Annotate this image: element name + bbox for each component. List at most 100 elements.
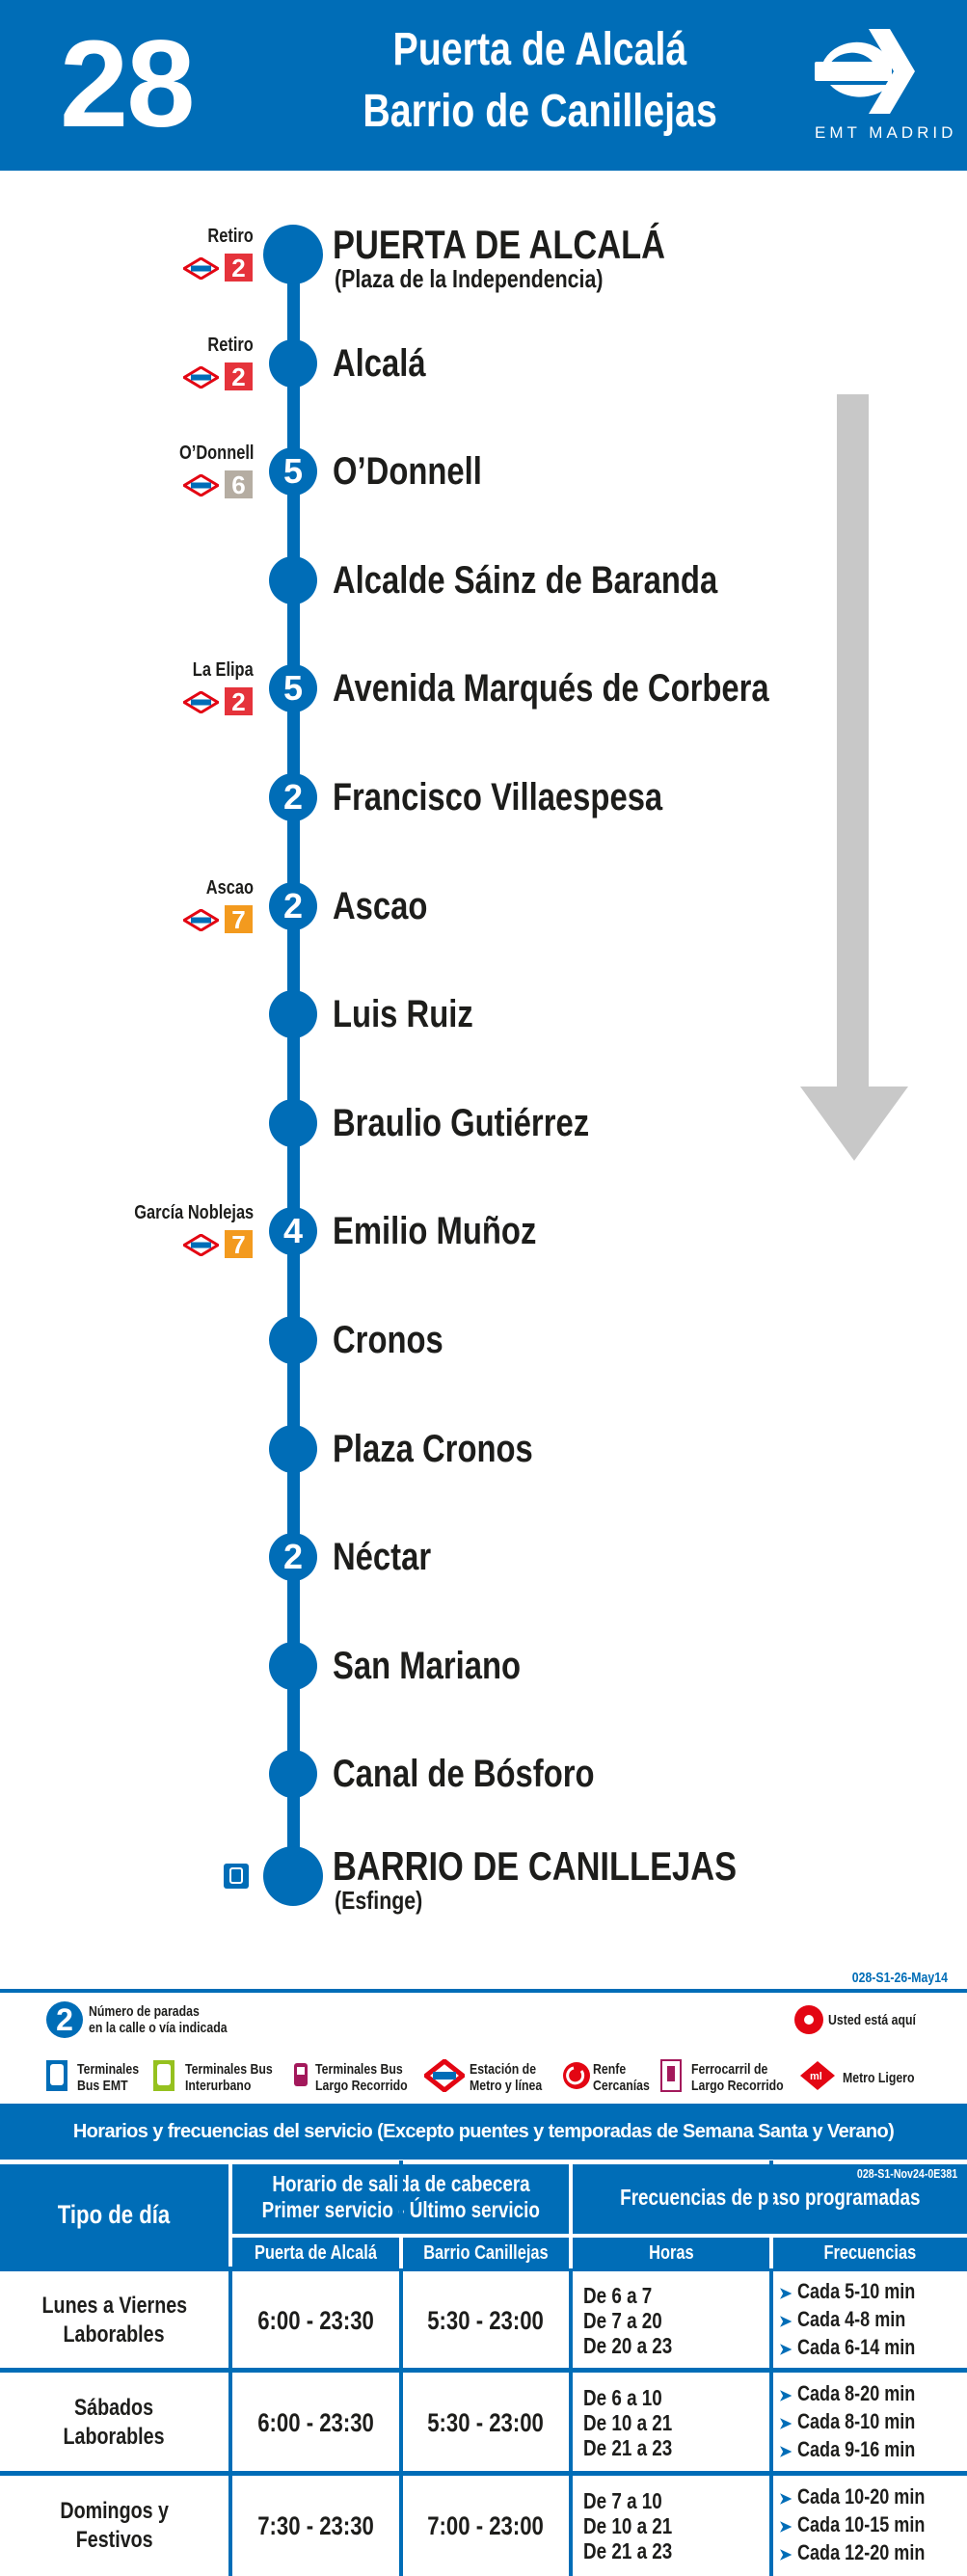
- metro-station-text: García Noblejas: [134, 1202, 254, 1224]
- metro-icon: [421, 2057, 468, 2097]
- stop-marker[interactable]: [269, 338, 317, 388]
- header-divider: [232, 2234, 967, 2238]
- stop-marker[interactable]: 5: [269, 447, 317, 496]
- hours-range: De 7 a 10: [583, 2488, 662, 2513]
- departure-time-cell: 5:30 - 23:00: [403, 2373, 569, 2473]
- frequency-item: ➤Cada 8-10 min: [779, 2409, 942, 2437]
- sub-header-hours: Horas: [573, 2238, 769, 2268]
- stop-marker[interactable]: [269, 1750, 317, 1799]
- metro-station-text: O’Donnell: [178, 443, 254, 465]
- stop-name[interactable]: Alcalá: [333, 342, 446, 385]
- hours-range: De 20 a 23: [583, 2333, 673, 2358]
- stop-marker[interactable]: 2: [269, 881, 317, 930]
- metro-line-badge: 2: [225, 254, 253, 282]
- departure-time: 7:30 - 23:30: [257, 2510, 374, 2540]
- legend-label-line1: Terminales Bus: [315, 2061, 403, 2078]
- stop-marker[interactable]: [263, 225, 323, 284]
- stop-marker[interactable]: 2: [269, 1533, 317, 1582]
- stop-name[interactable]: PUERTA DE ALCALÁ: [333, 224, 739, 266]
- stop-name[interactable]: BARRIO DE CANILLEJAS: [333, 1845, 825, 1888]
- frequency-item: ➤Cada 9-16 min: [779, 2437, 942, 2465]
- bus-emt-icon: [45, 2059, 68, 2097]
- frequency-cell: ➤Cada 10-20 min➤Cada 10-15 min➤Cada 12-2…: [779, 2476, 962, 2576]
- day-type-cell: Domingos y Festivos: [0, 2476, 228, 2576]
- stop-marker[interactable]: [263, 1846, 323, 1906]
- stop-marker[interactable]: [269, 1424, 317, 1473]
- column-divider: [769, 2238, 773, 2268]
- stop-marker[interactable]: 5: [269, 664, 317, 713]
- arrow-bullet-icon: ➤: [779, 2313, 792, 2330]
- legend-label-line2: Metro y línea: [470, 2078, 543, 2094]
- stop-marker[interactable]: [269, 990, 317, 1039]
- frequency-value: Cada 10-20 min: [797, 2483, 926, 2509]
- frequency-value: Cada 8-20 min: [797, 2380, 916, 2405]
- svg-text:ml: ml: [810, 2071, 822, 2082]
- stop-marker[interactable]: 4: [269, 1207, 317, 1256]
- frequency-cell: ➤ Cada 8-20 min ➤Cada 8-10 min➤Cada 9-16 m…: [779, 2373, 962, 2473]
- stop-name-text: Avenida Marqués de Corbera: [333, 667, 769, 711]
- metro-line-badge: 7: [225, 904, 253, 934]
- departure-time-cell: 6:00 - 23:30: [232, 2271, 399, 2370]
- bus-long-distance-icon: [291, 2059, 310, 2097]
- legend-label-line2: Interurbano: [185, 2078, 252, 2094]
- metro-line-badge: 6: [225, 470, 253, 499]
- column-divider: [399, 2160, 403, 2234]
- metro-icon: [181, 473, 221, 497]
- column-divider: [569, 2160, 573, 2576]
- stop-name[interactable]: Luis Ruiz: [333, 993, 504, 1035]
- stop-name[interactable]: San Mariano: [333, 1645, 562, 1687]
- stop-name[interactable]: Avenida Marqués de Corbera: [333, 667, 865, 710]
- stop-marker[interactable]: [269, 1098, 317, 1147]
- day-type-text: Domingos y: [60, 2498, 169, 2524]
- bus-emt-terminal-icon: [224, 1864, 249, 1889]
- divider: [0, 1989, 967, 1993]
- stop-subtitle: (Esfinge): [335, 1886, 442, 1915]
- stop-name[interactable]: Cronos: [333, 1319, 468, 1361]
- legend-label-line1: Terminales Bus: [185, 2061, 273, 2078]
- frequency-value: Cada 6-14 min: [797, 2334, 916, 2359]
- metro-station-text: Retiro: [207, 226, 254, 247]
- metro-icon: [181, 256, 221, 281]
- stop-name[interactable]: O’Donnell: [333, 450, 515, 493]
- stop-name[interactable]: Braulio Gutiérrez: [333, 1102, 646, 1144]
- arrow-bullet-icon: ➤: [779, 2546, 792, 2563]
- sub-header-frequencies: Frecuencias: [773, 2238, 967, 2268]
- stop-name[interactable]: Plaza Cronos: [333, 1428, 577, 1470]
- sub-header-from-origin: Puerta de Alcalá: [232, 2238, 399, 2268]
- stop-name[interactable]: Emilio Muñoz: [333, 1210, 581, 1252]
- row-divider: [0, 2267, 967, 2271]
- frequency-value: Cada 10-15 min: [797, 2511, 926, 2536]
- hours-range: De 6 a 10: [583, 2385, 662, 2410]
- stop-name[interactable]: Néctar: [333, 1536, 453, 1578]
- departure-time: 6:00 - 23:30: [257, 2407, 374, 2437]
- stop-name-text: Néctar: [333, 1536, 432, 1579]
- stop-marker[interactable]: [269, 1316, 317, 1364]
- emt-logo-icon: [815, 29, 915, 114]
- metro-station-label: O’Donnell: [163, 443, 254, 465]
- sub-header-from-destination: Barrio Canillejas: [403, 2238, 569, 2268]
- header: 28 Puerta de Alcalá Barrio de Canillejas…: [0, 0, 967, 171]
- stop-name[interactable]: Francisco Villaespesa: [333, 776, 735, 818]
- stop-name-text: Ascao: [333, 884, 428, 927]
- stop-name[interactable]: Canal de Bósforo: [333, 1753, 652, 1795]
- column-divider: [399, 2238, 403, 2268]
- legend-label-line1: Metro Ligero: [843, 2070, 915, 2086]
- hours-range: De 10 a 21: [583, 2513, 673, 2538]
- metro-station-text: Retiro: [207, 334, 254, 356]
- stop-name[interactable]: Ascao: [333, 885, 448, 927]
- stop-subtitle-text: (Plaza de la Independencia): [335, 264, 604, 293]
- stop-marker[interactable]: [269, 1641, 317, 1690]
- stop-name-text: San Mariano: [333, 1644, 522, 1687]
- you-are-here-label: Usted está aquí: [828, 2012, 916, 2028]
- stop-name[interactable]: Alcalde Sáinz de Baranda: [333, 559, 802, 602]
- stop-marker[interactable]: [269, 555, 317, 604]
- arrow-bullet-icon: ➤: [779, 2443, 792, 2460]
- stop-name-text: Plaza Cronos: [333, 1427, 533, 1470]
- stop-marker[interactable]: 2: [269, 773, 317, 821]
- legend-label-line1: Renfe: [593, 2061, 627, 2078]
- frequency-value: Cada 4-8 min: [797, 2306, 906, 2331]
- day-type-text: Festivos: [75, 2527, 153, 2553]
